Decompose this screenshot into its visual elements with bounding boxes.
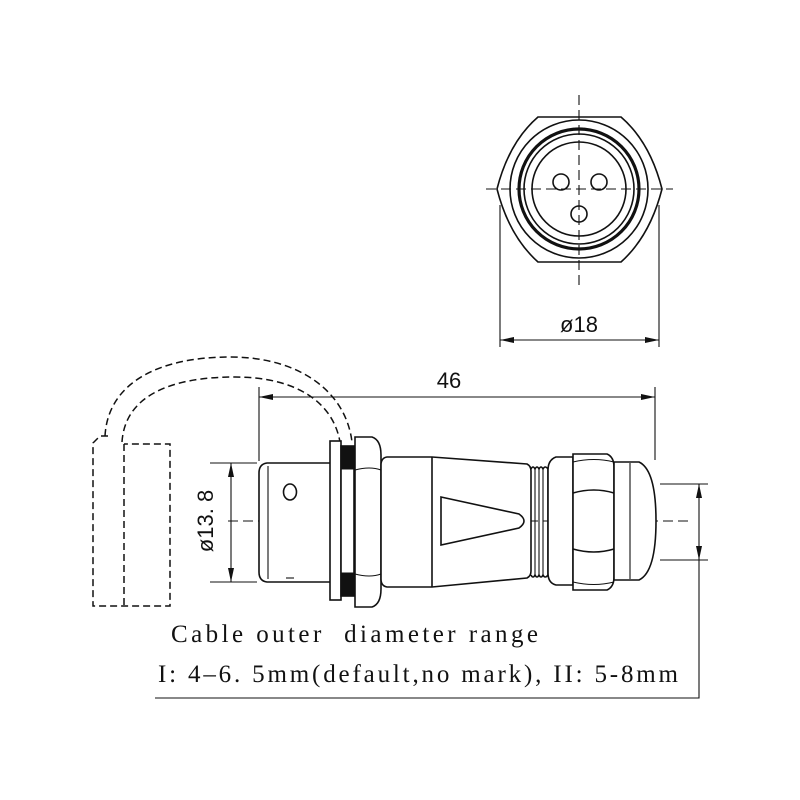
plug-body xyxy=(380,456,532,588)
alignment-arrow-mark xyxy=(440,496,525,546)
insert-ring xyxy=(523,133,635,245)
pin-hole-1 xyxy=(552,173,570,191)
coupling-ring xyxy=(517,127,641,251)
body-diameter-label: ø13. 8 xyxy=(193,490,218,552)
cable-range-note: Cable outer diameter range I: 4–6. 5mm(d… xyxy=(158,621,679,688)
cable-seal xyxy=(613,461,657,581)
gland-nut-face-bottom xyxy=(572,548,615,553)
lanyard-outer xyxy=(104,356,353,443)
length-label: 46 xyxy=(437,368,461,393)
side-view: 46 ø13. 8 xyxy=(92,356,708,699)
note-line-2: I: 4–6. 5mm(default,no mark), II: 5-8mm xyxy=(158,661,679,688)
receptacle-body xyxy=(258,462,333,583)
gland-nut-shoulder xyxy=(547,456,574,586)
hex-nut-outline xyxy=(496,116,663,263)
front-view: ø18 xyxy=(486,95,673,347)
gland-nut-chamfer-bottom xyxy=(572,581,615,586)
dust-cap xyxy=(92,356,353,607)
thread-section xyxy=(530,466,549,578)
gland-nut-chamfer-top xyxy=(572,458,615,463)
outer-ring xyxy=(509,119,649,259)
insert-face xyxy=(531,141,627,237)
gland-nut-face-top xyxy=(572,489,615,494)
dust-cap-outline xyxy=(92,435,171,607)
gasket-top-section xyxy=(340,445,355,470)
pin-hole-2 xyxy=(590,173,608,191)
lanyard-inner xyxy=(121,376,341,443)
front-diameter-label: ø18 xyxy=(560,312,598,337)
key-mark xyxy=(282,483,298,501)
gasket-bottom-section xyxy=(340,572,355,597)
pin-hole-3 xyxy=(570,205,588,223)
note-line-1: Cable outer diameter range xyxy=(171,621,538,648)
panel-nut xyxy=(354,436,382,608)
panel-nut-face-top xyxy=(354,467,382,471)
panel-nut-face-bottom xyxy=(354,573,382,577)
flange-plate xyxy=(329,440,342,601)
gland-hex-nut xyxy=(572,453,615,591)
note-leader-line xyxy=(155,560,700,699)
